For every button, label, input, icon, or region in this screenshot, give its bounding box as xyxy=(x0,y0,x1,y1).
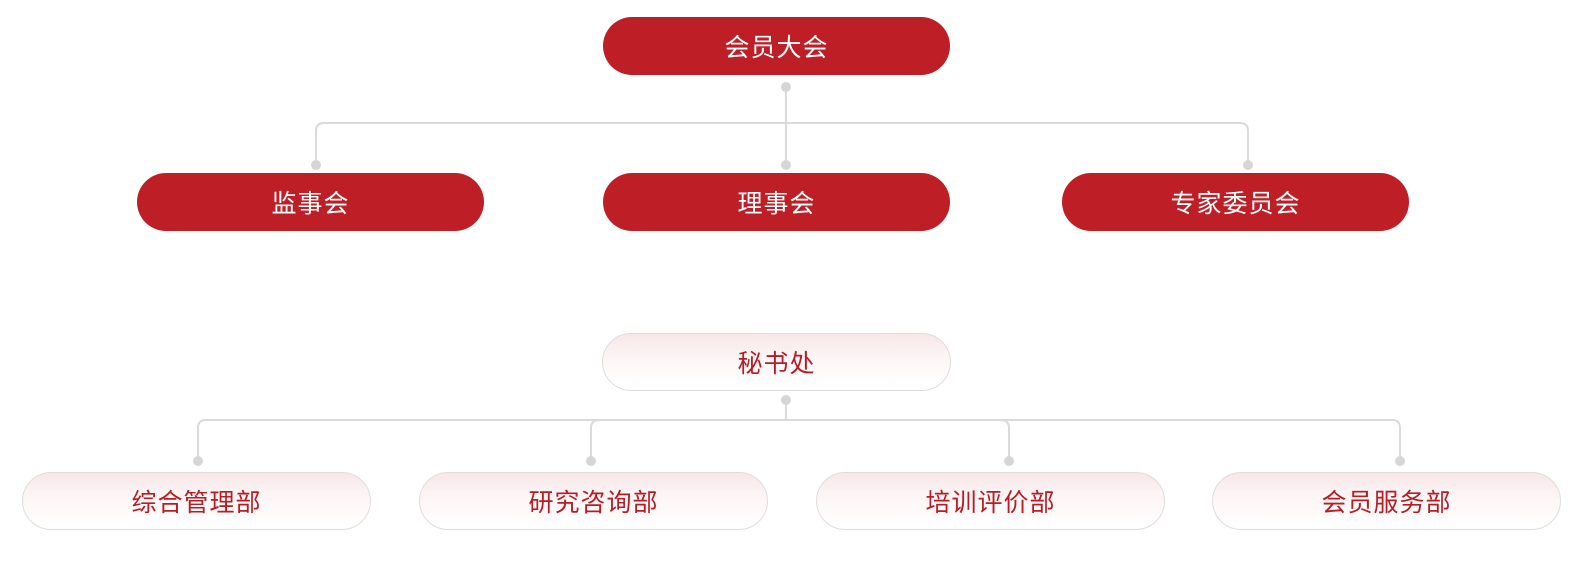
node-label: 会员大会 xyxy=(724,33,829,62)
node-expert-committee[interactable]: 专家委员会 xyxy=(1062,173,1409,231)
node-secretariat[interactable]: 秘书处 xyxy=(602,333,951,391)
connector-dot xyxy=(193,456,203,466)
node-label: 秘书处 xyxy=(737,349,816,378)
connector-dot xyxy=(781,395,791,405)
connector-bar-bottom xyxy=(197,419,1401,462)
connector-dot xyxy=(781,82,791,92)
node-dept-general-management[interactable]: 综合管理部 xyxy=(22,472,371,530)
node-label: 培训评价部 xyxy=(925,488,1056,517)
connector-branch-3 xyxy=(1000,419,1010,462)
connector-dot xyxy=(586,456,596,466)
connector-dot xyxy=(1395,456,1405,466)
node-dept-member-services[interactable]: 会员服务部 xyxy=(1212,472,1561,530)
connector-dot xyxy=(311,160,321,170)
node-dept-research-consulting[interactable]: 研究咨询部 xyxy=(419,472,768,530)
connector-dot xyxy=(1004,456,1014,466)
node-label: 专家委员会 xyxy=(1170,189,1301,218)
node-council[interactable]: 理事会 xyxy=(603,173,950,231)
connector-dot xyxy=(1243,160,1253,170)
connector-bar-top xyxy=(315,122,1249,166)
node-dept-training-evaluation[interactable]: 培训评价部 xyxy=(816,472,1165,530)
node-label: 综合管理部 xyxy=(131,488,262,517)
node-label: 理事会 xyxy=(737,189,816,218)
node-general-assembly[interactable]: 会员大会 xyxy=(603,17,950,75)
node-supervisory-board[interactable]: 监事会 xyxy=(137,173,484,231)
connector-branch-2 xyxy=(590,419,600,462)
connector-dot xyxy=(781,160,791,170)
node-label: 研究咨询部 xyxy=(528,488,659,517)
node-label: 会员服务部 xyxy=(1321,488,1452,517)
node-label: 监事会 xyxy=(271,189,350,218)
